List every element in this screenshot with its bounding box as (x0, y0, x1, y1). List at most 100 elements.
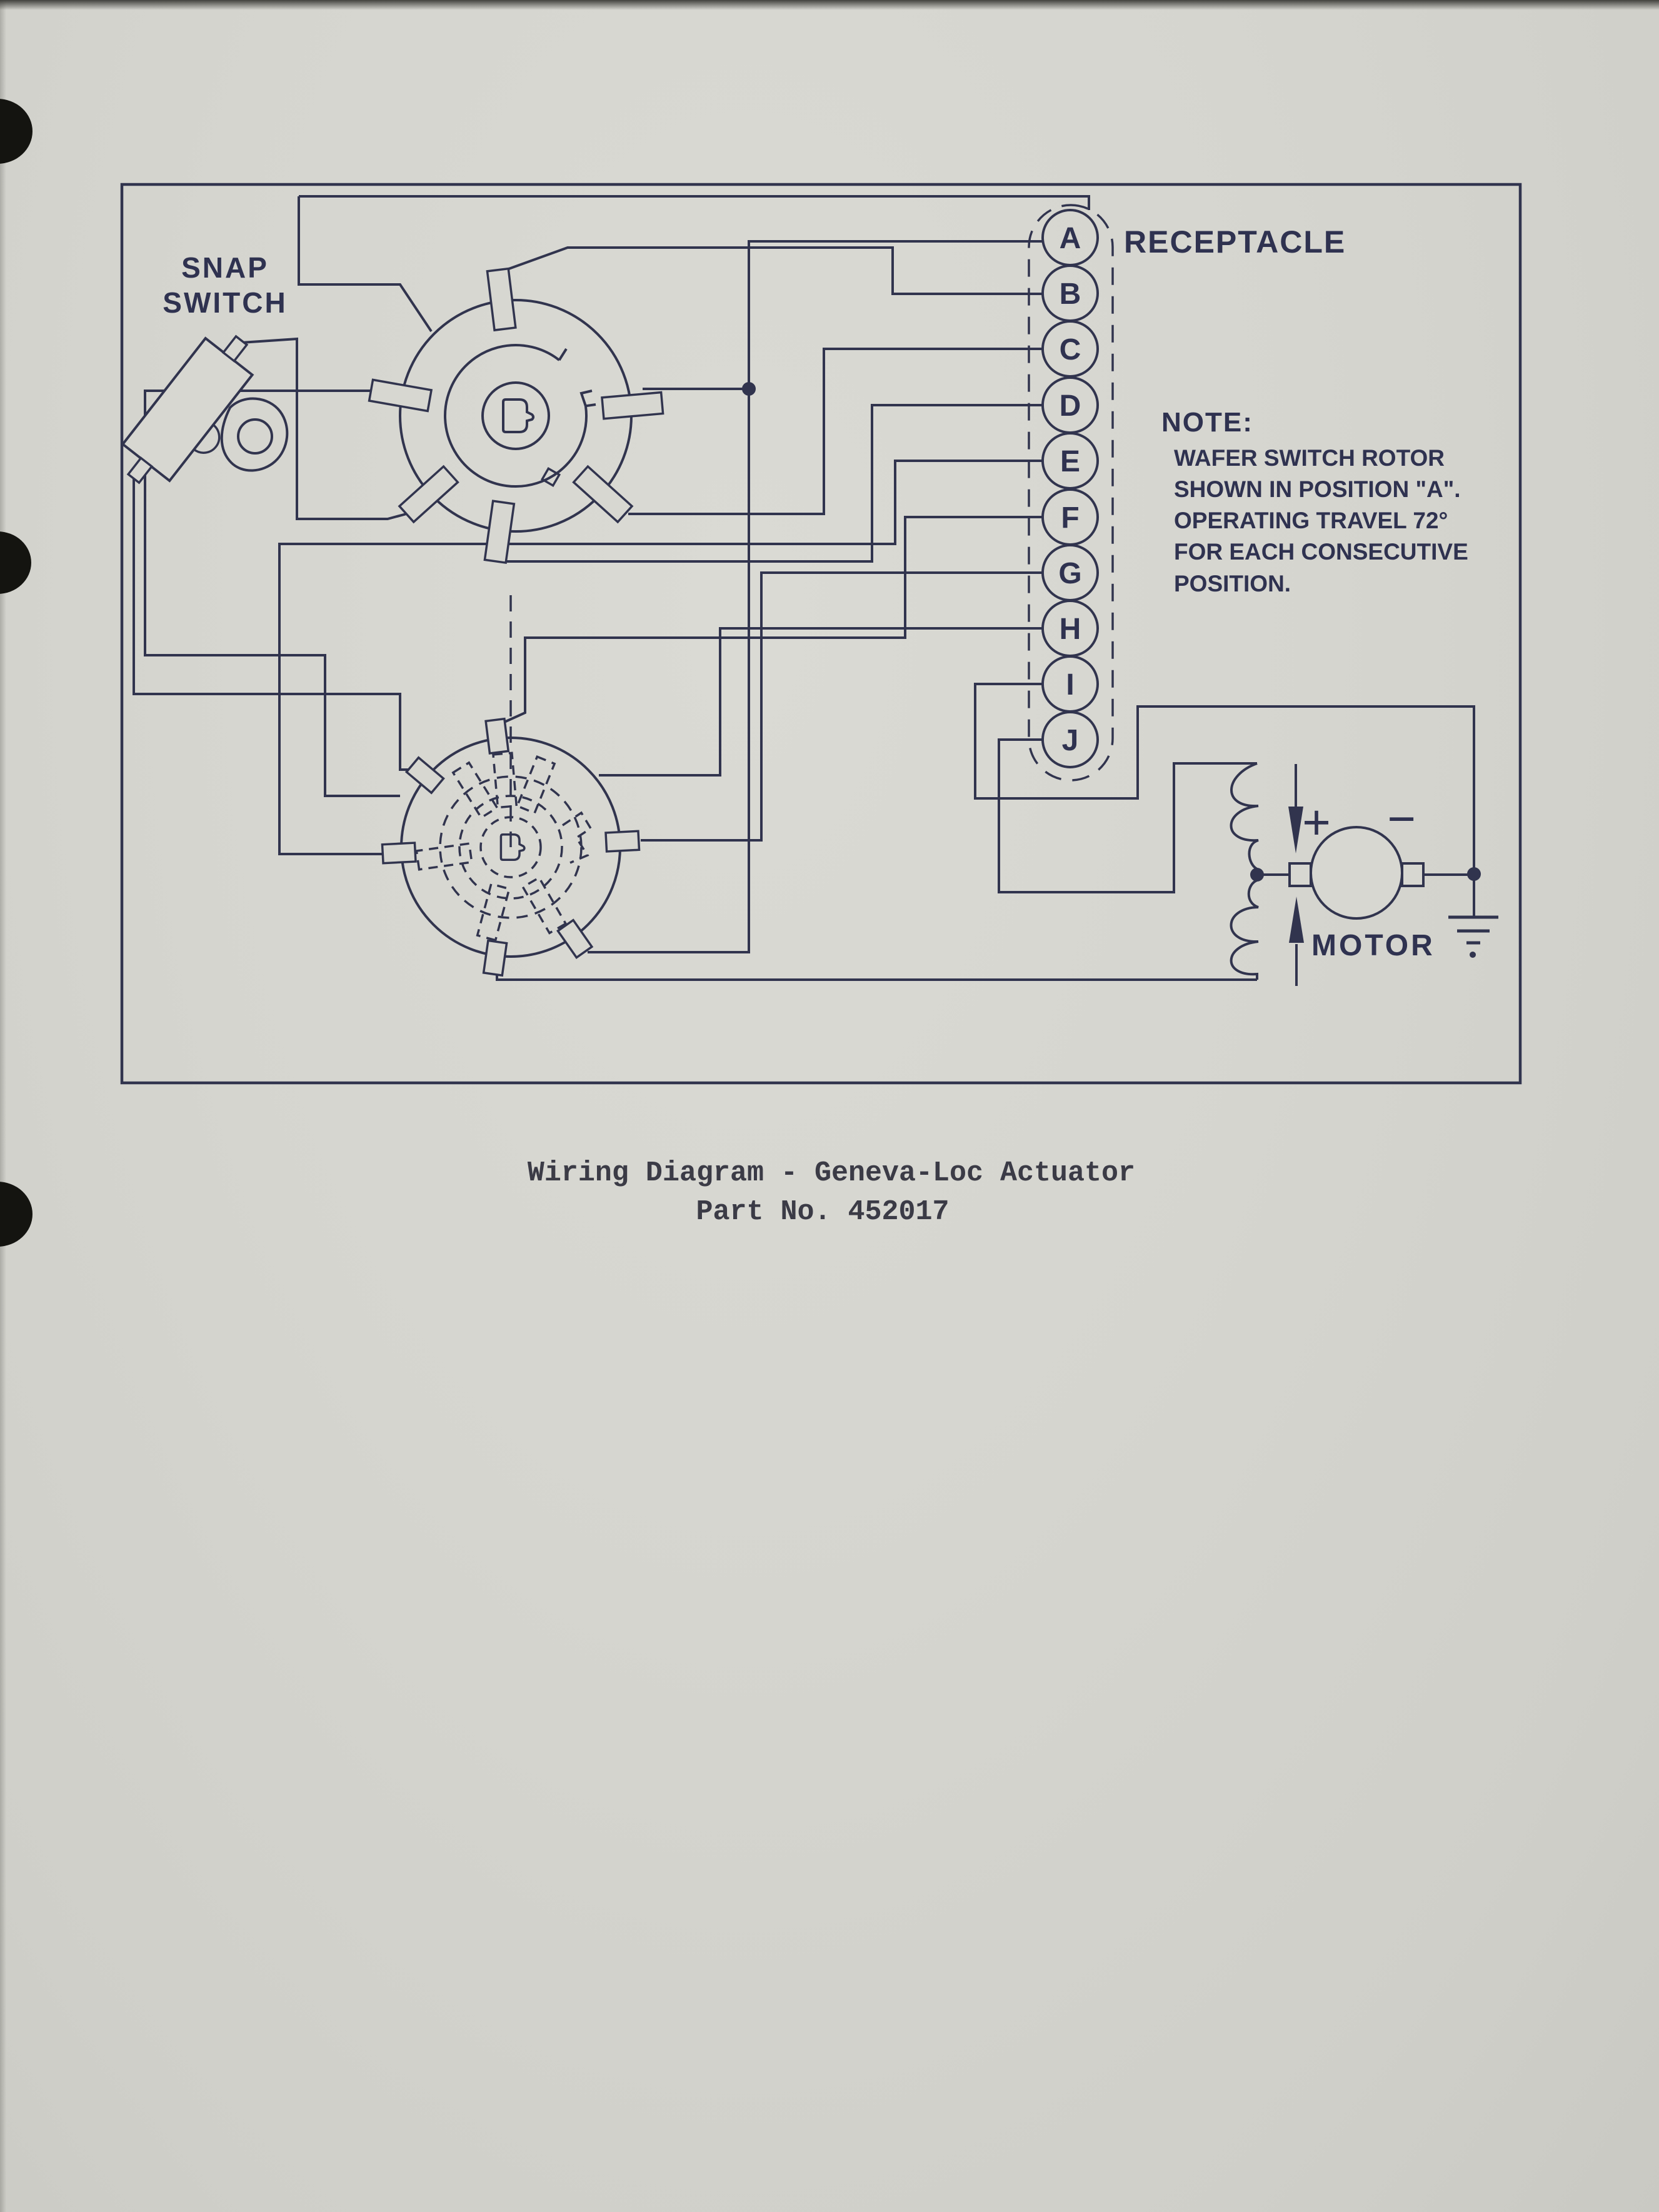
plus-icon: + (1302, 795, 1331, 850)
down-arrow-icon (1288, 807, 1303, 853)
rotor-notch (558, 348, 568, 361)
rim-tab (381, 842, 417, 865)
rotor-arm-dashed (516, 755, 556, 815)
ground-dot (1470, 952, 1476, 958)
rim-tab (484, 717, 510, 755)
rotor-key-notch (540, 466, 561, 488)
wire-pin-b (499, 246, 1043, 295)
wire-snap-upper (241, 337, 407, 520)
wafer-hub (481, 381, 550, 450)
wafer-contact (486, 267, 517, 332)
wires (133, 195, 1475, 981)
rim-tab (604, 830, 641, 853)
wafer-contacts (368, 267, 664, 565)
pin-circle (1041, 711, 1099, 768)
rotor-finger-dashed (562, 811, 593, 864)
snap-switch-cam-hole (237, 418, 273, 455)
snap-switch-terminal (221, 334, 249, 363)
note-line: WAFER SWITCH ROTOR (1174, 445, 1445, 471)
note-line: OPERATING TRAVEL 72° (1174, 508, 1448, 533)
note-block: NOTE: WAFER SWITCH ROTOR SHOWN IN POSITI… (1161, 407, 1468, 596)
junction-dot (742, 382, 756, 396)
upper-wafer-switch (368, 267, 664, 565)
pin-label: D (1060, 390, 1081, 423)
pin-label: F (1061, 501, 1079, 535)
field-coil-icon (1230, 879, 1259, 980)
ground-icon (1448, 915, 1498, 958)
motor-terminal (1288, 862, 1312, 887)
pin-label: I (1066, 668, 1074, 701)
wire-pin-e (278, 460, 1043, 855)
wire-pin-h (599, 627, 1043, 777)
receptacle-outline-dashed (1028, 204, 1114, 782)
wire-pin-j-to-coil (998, 738, 1257, 893)
caption-line1: Wiring Diagram - Geneva-Loc Actuator (528, 1157, 1135, 1189)
motor-label: MOTOR (1311, 929, 1435, 962)
rotor-arm-dashed (521, 876, 568, 935)
wafer-rim-tabs (381, 717, 641, 977)
wire-pin-d (500, 404, 1043, 563)
wire-pin-c (628, 348, 1043, 515)
note-line: FOR EACH CONSECUTIVE (1174, 539, 1468, 565)
pin-label: E (1060, 445, 1080, 478)
motor-symbol: + − (1230, 762, 1498, 986)
rotor-arm-dashed (415, 842, 473, 871)
pin-label: B (1060, 278, 1081, 311)
snap-switch-label-line1: SNAP (181, 251, 269, 284)
pin-label: A (1060, 222, 1081, 255)
rim-tab (556, 918, 594, 959)
rotor-dashed-hub (479, 816, 542, 878)
rotation-arrows (1288, 764, 1304, 986)
snap-switch-terminal (126, 456, 154, 485)
wafer-contact (572, 465, 634, 524)
snap-switch-plunger (193, 424, 221, 454)
rotor-finger (579, 390, 596, 408)
junction-dots (742, 382, 1481, 882)
wafer-contact (368, 378, 433, 413)
binder-hole-icon (0, 99, 33, 164)
pin-label: G (1058, 557, 1081, 590)
rotor-arm-dashed (492, 752, 518, 809)
motor-terminal (1401, 862, 1425, 887)
receptacle: A B C D E F G H I J (1028, 204, 1114, 782)
pin-label: J (1062, 724, 1079, 757)
wire-pin-f (499, 516, 1043, 725)
lower-wafer-switch (381, 717, 641, 977)
wafer-contact (601, 391, 664, 420)
scan-edge-shadow-left (0, 0, 6, 2212)
note-line: SHOWN IN POSITION "A". (1174, 476, 1461, 502)
binder-holes (0, 99, 33, 1247)
minus-icon: − (1387, 791, 1416, 846)
pin-label: H (1060, 613, 1081, 646)
binder-hole-icon (0, 531, 31, 594)
note-line: POSITION. (1174, 571, 1291, 596)
snap-switch-label-line2: SWITCH (163, 286, 287, 319)
motor-body (1310, 826, 1403, 920)
rim-tab (404, 756, 445, 795)
wire-motor-bottom (496, 975, 1257, 981)
up-arrow-icon (1289, 897, 1304, 943)
wafer-contact (483, 500, 516, 565)
wafer-contact (398, 465, 459, 524)
rotor-arm-dashed (451, 761, 499, 820)
wire-top-bus-left (298, 196, 433, 333)
receptacle-pins: A B C D E F G H I J (1041, 209, 1099, 768)
wafer-rotor (444, 344, 588, 488)
snap-switch-symbol (121, 334, 289, 485)
caption-line2: Part No. 452017 (696, 1196, 949, 1228)
shaft-keyhole (502, 398, 534, 433)
junction-dot (1467, 867, 1481, 881)
wire-top-bus (299, 195, 1090, 210)
wire-pin-g (641, 571, 1043, 842)
rotor-dashed-ring (458, 795, 563, 900)
shaft-keyhole (499, 833, 526, 862)
field-coil-icon (1230, 762, 1259, 875)
pin-label: C (1060, 333, 1081, 366)
diagram-border (120, 183, 1522, 1085)
note-title: NOTE: (1161, 407, 1253, 438)
wire-pin-a (643, 240, 1043, 390)
receptacle-label: RECEPTACLE (1124, 224, 1346, 259)
wire-pin-i-to-motor (974, 683, 1475, 874)
